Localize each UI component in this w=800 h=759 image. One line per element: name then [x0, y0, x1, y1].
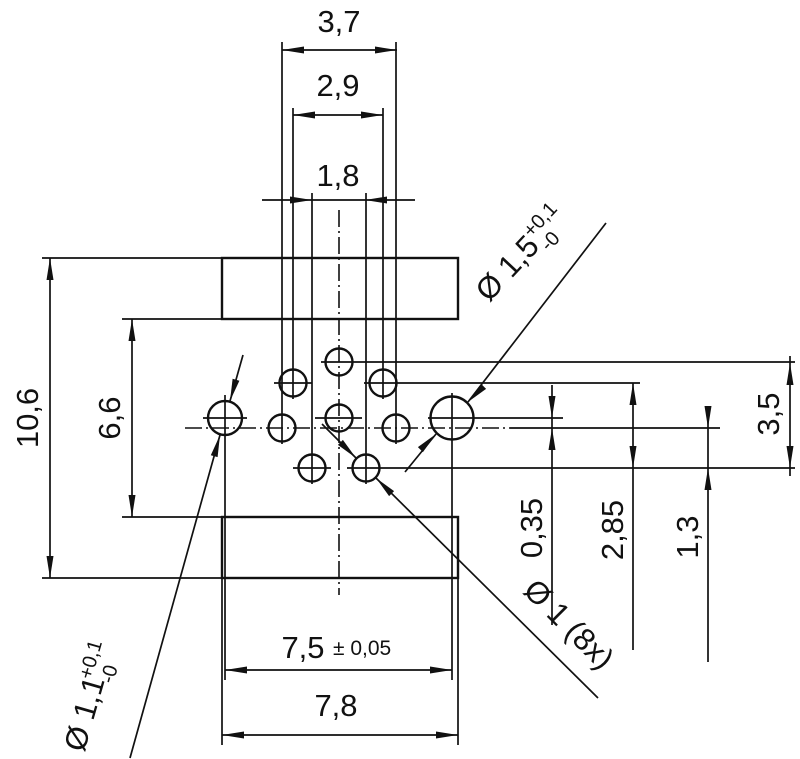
contact-pin-holes	[267, 347, 411, 483]
leader-hole-1-5-upper	[467, 222, 607, 403]
arrowheads	[46, 46, 794, 739]
extension-lines	[42, 42, 795, 745]
dim-label-height-total: 10,6	[10, 388, 45, 448]
pin-hole	[324, 347, 354, 377]
callout-large-hole-left-value: Ø 1,1	[57, 672, 112, 755]
callout-contact-holes: Ø 1 (8x)	[517, 572, 621, 676]
leader-hole-1-1-lower	[129, 434, 221, 759]
dim-label-hole-spacing: 7,5	[281, 630, 324, 665]
upper-hatched-section	[220, 256, 460, 321]
leader-contact-hole-lower	[375, 477, 599, 699]
pin-hole	[351, 453, 381, 483]
large-hole-left	[206, 399, 244, 437]
dim-label-body-width: 7,8	[314, 688, 357, 723]
pin-hole	[297, 453, 327, 483]
callout-large-hole-left-tol-minus: -0	[97, 663, 123, 686]
hatched-body-sections	[220, 256, 460, 580]
callout-labels: Ø 1,5 +0,1 -0 Ø 1,1 +0,1 -0 Ø 1 (8x)	[57, 198, 621, 755]
callout-large-hole-right: Ø 1,5 +0,1 -0	[469, 198, 565, 308]
leader-lines	[129, 222, 607, 759]
dim-label-width-upper-pins: 2,9	[316, 68, 359, 103]
pin-hole	[324, 403, 354, 433]
dim-label-width-lower-pins: 1,8	[316, 158, 359, 193]
pin-hole	[278, 368, 308, 398]
dim-label-width-outer-pins: 3,7	[317, 4, 360, 39]
dim-label-height-inner: 6,6	[92, 396, 127, 439]
large-hole-right	[429, 395, 475, 441]
holes	[206, 347, 475, 483]
dim-label-offset-center-pin: 0,35	[514, 498, 549, 558]
dimension-labels: 3,7 2,9 1,8 10,6 6,6 0,35 2,85 1,3 3,5 7…	[10, 4, 786, 723]
pin-hole	[368, 368, 398, 398]
lower-hatched-section	[220, 515, 460, 580]
dim-label-row-span: 3,5	[751, 392, 786, 435]
dim-label-hole-spacing-tolerance: ± 0,05	[333, 637, 391, 660]
dim-label-centerline-to-lower-row: 1,3	[670, 515, 705, 558]
callout-contact-holes-value: Ø 1 (8x)	[517, 572, 621, 676]
callout-large-hole-left: Ø 1,1 +0,1 -0	[57, 638, 123, 755]
pin-hole	[267, 413, 297, 443]
pin-hole	[381, 413, 411, 443]
dim-label-upper-to-lower-row: 2,85	[595, 500, 630, 560]
